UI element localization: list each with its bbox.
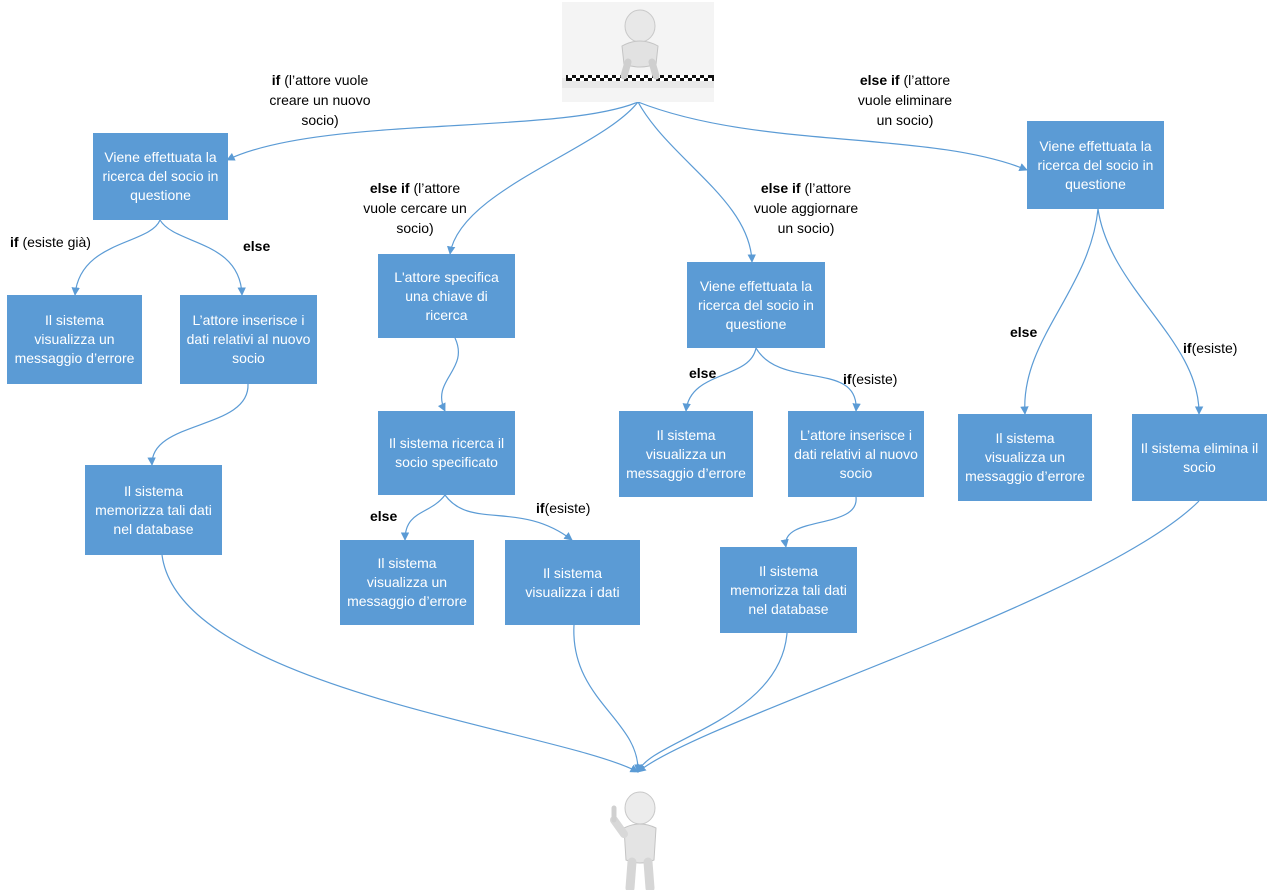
process-box-create-store: Il sistema memorizza tali dati nel datab… [85,465,222,555]
edge-start-to-update [637,101,756,263]
edge-b12-to-end [636,632,788,773]
process-box-create-error: Il sistema visualizza un messaggio d’err… [7,295,142,384]
process-box-update-search: Viene effettuata la ricerca del socio in… [687,262,825,348]
edge-b11-to-b12 [780,496,857,548]
condition-label-delete: else if (l’attore vuole eliminare un soc… [857,72,953,128]
edge-b9-to-b11 [755,347,861,412]
process-box-update-error: Il sistema visualizza un messaggio d’err… [619,411,753,497]
process-box-search-key: L'attore specifica una chiave di ricerca [378,254,515,338]
branch-label-b1-else: else [243,238,271,254]
edge-start-to-search [447,101,639,255]
edge-b8-to-end [573,624,643,773]
edge-b6-to-b8 [444,494,573,541]
edge-b1-to-b3 [159,219,246,296]
condition-label-update: else if (l’attore vuole aggiornare un so… [753,180,859,236]
edge-b4-to-end [161,554,639,773]
process-box-search-show: Il sistema visualizza i dati [505,540,640,625]
edge-b13-to-b15 [1097,208,1204,415]
branch-label-b9-else: else [689,365,717,381]
branch-label-b1-if: if (esiste già) [10,234,91,250]
branch-label-b13-if: if(esiste) [1183,340,1238,356]
process-box-delete-error: Il sistema visualizza un messaggio d’err… [958,414,1092,501]
process-box-delete-remove: Il sistema elimina il socio [1132,414,1267,501]
process-box-update-input: L’attore inserisce i dati relativi al nu… [788,411,924,497]
end-figure [602,790,672,893]
edge-b3-to-b4 [147,383,249,466]
edge-b15-to-end [637,500,1200,773]
edge-start-to-delete [637,101,1028,172]
edge-start-to-create [226,101,639,161]
process-box-create-search: Viene effettuata la ricerca del socio in… [93,133,228,220]
process-box-search-run: Il sistema ricerca il socio specificato [378,411,515,495]
edge-b1-to-b2 [71,219,161,296]
process-box-create-input: L’attore inserisce i dati relativi al nu… [180,295,317,384]
edge-b6-to-b7 [400,494,446,541]
branch-label-b6-else: else [370,508,398,524]
condition-label-create: if (l’attore vuole creare un nuovo socio… [269,72,371,128]
condition-label-search: else if (l’attore vuole cercare un socio… [363,180,467,236]
process-box-delete-search: Viene effettuata la ricerca del socio in… [1027,121,1164,209]
start-figure [562,2,714,102]
edge-b5-to-b6 [437,337,459,412]
person-thumbs-up-icon [610,791,657,893]
branch-label-b13-else: else [1010,324,1038,340]
process-box-update-store: Il sistema memorizza tali dati nel datab… [720,547,857,633]
process-box-search-error: Il sistema visualizza un messaggio d’err… [340,540,474,625]
branch-label-b9-if: if(esiste) [843,371,898,387]
edge-b9-to-b10 [682,347,757,412]
branch-label-b6-if: if(esiste) [536,500,591,516]
edge-b13-to-b14 [1020,208,1099,415]
person-at-starting-line-icon [562,2,714,102]
